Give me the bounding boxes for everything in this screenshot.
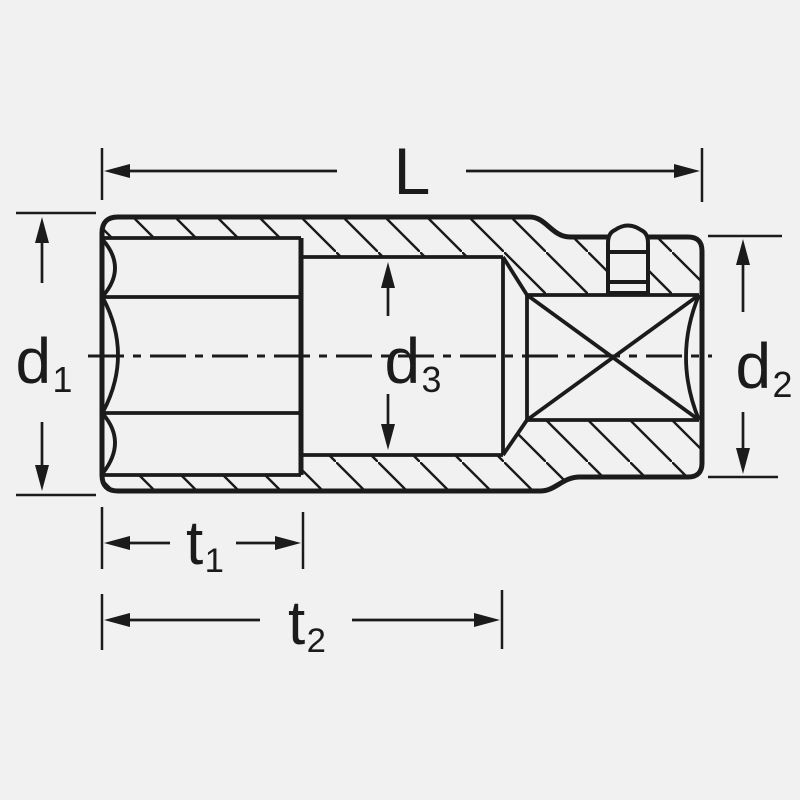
dim-t1-arrowhead-left: [104, 536, 130, 550]
dim-label-d1-subscript: 1: [52, 359, 73, 400]
hex-chamfer-arc-bottom: [101, 412, 117, 475]
dim-L-arrowhead-left: [104, 164, 130, 178]
hex-socket-section: [101, 236, 304, 477]
dim-d2-arrowhead-down: [736, 448, 750, 474]
hatch-top-band-right: [648, 230, 702, 295]
hatch-top-band: [102, 217, 608, 295]
dim-d3-arrowhead-up: [381, 262, 395, 288]
dim-label-t1-subscript: 1: [204, 542, 224, 581]
dim-d1-arrowhead-up: [35, 217, 49, 243]
dim-label-d1: d1: [16, 329, 73, 398]
body-outline: [99, 214, 705, 494]
dim-d3-arrowhead-down: [381, 424, 395, 450]
square-end-arc: [684, 294, 701, 421]
dim-t1: [100, 507, 305, 569]
dim-label-L: L: [394, 138, 431, 204]
dim-label-t1-text: t: [186, 509, 204, 578]
bore-chamfer-top: [501, 255, 529, 297]
detent-button: [606, 223, 650, 295]
bore-d3-section: [301, 255, 529, 457]
dim-d3: [381, 262, 395, 450]
dim-label-d2: d2: [736, 334, 793, 403]
dim-d2: [708, 234, 782, 479]
dim-label-d2-subscript: 2: [772, 364, 793, 405]
hatch-cut-walls: [102, 217, 702, 491]
dim-L: [100, 148, 704, 202]
hatch-bottom-band: [102, 420, 702, 491]
dim-label-d3-text: d: [384, 325, 421, 397]
dim-label-d3: d3: [385, 329, 442, 398]
dim-d1: [16, 211, 96, 497]
dim-d2-arrowhead-up: [736, 239, 750, 265]
dim-t2-arrowhead-right: [474, 613, 500, 627]
dim-L-arrowhead-right: [674, 164, 700, 178]
dim-label-t2-subscript: 2: [306, 622, 326, 661]
dim-t1-arrowhead-right: [275, 536, 301, 550]
dim-t2-arrowhead-left: [104, 613, 130, 627]
dim-label-t2-text: t: [288, 589, 306, 658]
dim-label-d1-text: d: [15, 325, 52, 397]
dim-label-d2-text: d: [735, 330, 772, 402]
detent-button-outline: [606, 223, 650, 295]
bore-chamfer-bottom: [501, 418, 529, 457]
dim-label-t2: t2: [288, 593, 326, 659]
hex-chamfer-arc-top: [101, 238, 117, 298]
dim-t2: [100, 590, 504, 650]
dim-d1-arrowhead-down: [35, 465, 49, 491]
dim-label-L-text: L: [393, 134, 431, 208]
dim-label-d3-subscript: 3: [421, 359, 442, 400]
dim-label-t1: t1: [186, 513, 224, 579]
